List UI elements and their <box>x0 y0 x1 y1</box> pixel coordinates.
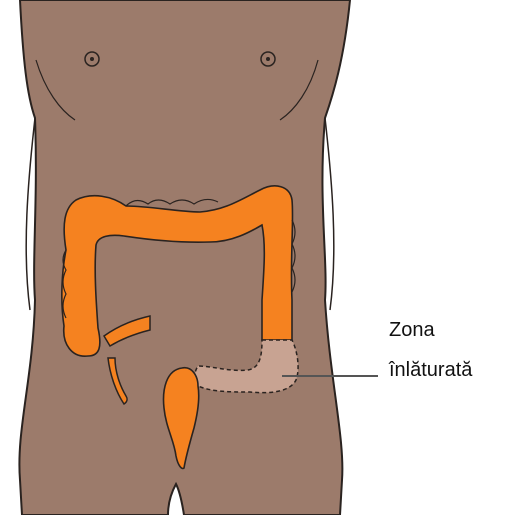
callout-label-line2: înlăturată <box>389 358 472 382</box>
callout-label-line1: Zona <box>389 318 435 342</box>
